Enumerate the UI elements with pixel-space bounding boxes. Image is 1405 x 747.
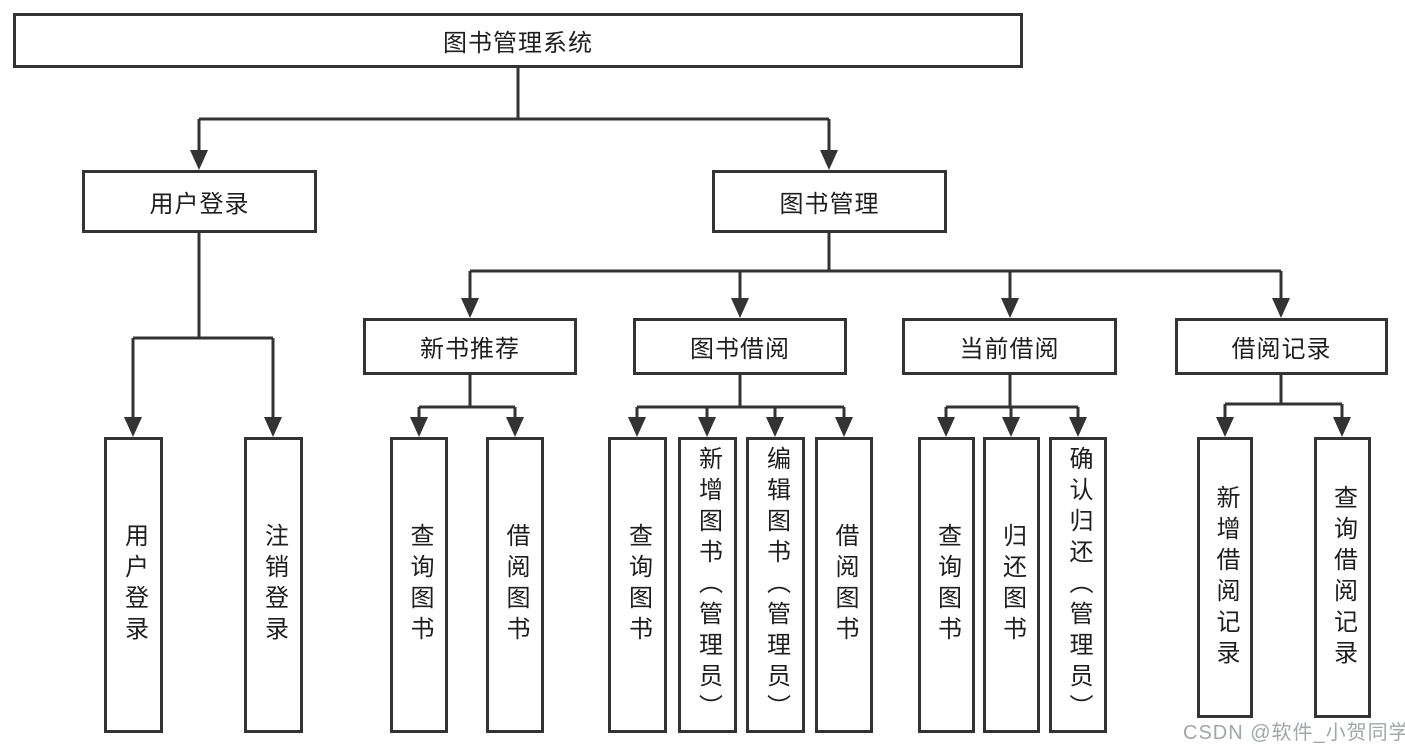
node-query-books-recommend: 查询图书 [390,437,448,733]
node-label: 借阅记录 [1231,336,1332,363]
node-library-system: 图书管理系统 [13,13,1023,68]
node-label: 图书管理系统 [443,30,593,57]
node-label: 确认归还（管理员） [1065,445,1092,725]
node-label: 当前借阅 [959,336,1060,363]
node-current-borrowing: 当前借阅 [902,318,1117,375]
node-label: 查询图书 [933,523,961,647]
node-new-book-recommendation: 新书推荐 [363,318,577,375]
node-edit-books-admin: 编辑图书（管理员） [746,437,805,733]
node-borrowing-records: 借阅记录 [1175,318,1388,375]
node-user-login: 用户登录 [82,170,317,233]
node-label: 图书管理 [779,191,880,218]
node-query-books-current: 查询图书 [918,437,975,733]
node-book-borrowing: 图书借阅 [633,318,847,375]
node-label: 编辑图书（管理员） [762,445,790,725]
node-label: 借阅图书 [502,523,529,647]
node-label: 查询图书 [624,523,652,647]
node-label: 借阅图书 [831,523,858,647]
node-borrow-books-borrow: 借阅图书 [815,437,873,733]
node-logout-action: 注销登录 [244,437,303,733]
csdn-watermark: CSDN @软件_小贺同学 [1183,722,1405,744]
node-label: 归还图书 [998,523,1026,647]
node-add-books-admin: 新增图书（管理员） [678,437,737,733]
node-book-management: 图书管理 [712,170,947,233]
node-label: 注销登录 [260,523,288,647]
node-user-login-action: 用户登录 [104,437,163,733]
node-label: 新书推荐 [420,336,520,363]
node-add-borrow-record: 新增借阅记录 [1197,437,1253,718]
node-label: 新增图书（管理员） [694,445,722,725]
node-label: 图书借阅 [690,336,790,363]
node-label: 查询借阅记录 [1329,484,1357,671]
node-return-books: 归还图书 [983,437,1040,733]
node-query-borrow-record: 查询借阅记录 [1314,437,1371,718]
node-confirm-return-admin: 确认归还（管理员） [1049,437,1107,733]
node-borrow-books-recommend: 借阅图书 [486,437,544,733]
node-label: 查询图书 [406,523,433,647]
node-label: 用户登录 [149,191,250,218]
node-label: 新增借阅记录 [1212,484,1239,671]
node-label: 用户登录 [120,523,148,647]
node-query-books-borrow: 查询图书 [608,437,667,733]
